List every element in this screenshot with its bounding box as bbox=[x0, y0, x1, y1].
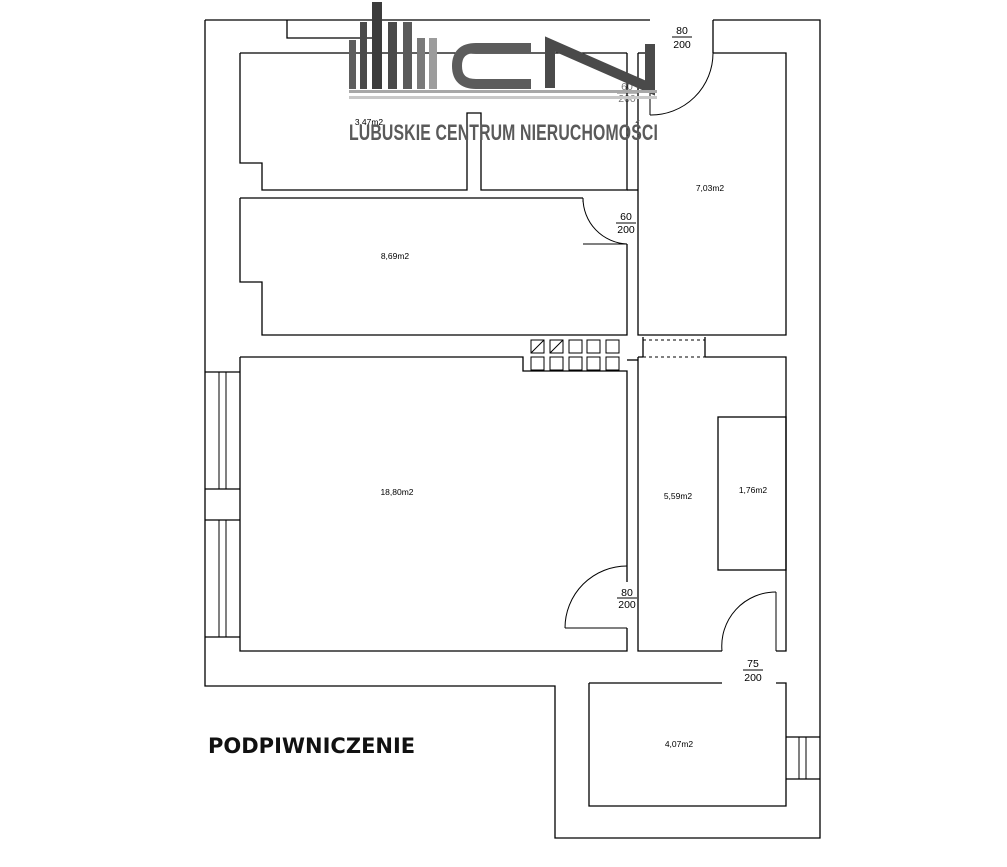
area-hall: 5,59m2 bbox=[664, 491, 693, 501]
door-width: 75 bbox=[747, 658, 759, 670]
door-label-entrance: 80 200 bbox=[672, 25, 692, 51]
area-top-left: 3,47m2 bbox=[355, 117, 384, 127]
company-name: LUBUSKIE CENTRUM NIERUCHOMOŚCI bbox=[349, 120, 658, 145]
door-width: 80 bbox=[621, 587, 633, 599]
logo-c-icon bbox=[451, 43, 531, 89]
door-height: 200 bbox=[617, 224, 635, 236]
door-swings bbox=[564, 20, 777, 652]
door-label-big-room: 80 200 bbox=[617, 587, 637, 611]
area-middle-left: 8,69m2 bbox=[381, 251, 410, 261]
door-width: 60 bbox=[621, 81, 633, 93]
room-middle-left-walls bbox=[239, 197, 628, 336]
door-height: 200 bbox=[618, 599, 636, 611]
logo-bars-icon bbox=[349, 2, 437, 89]
room-hall-walls bbox=[627, 356, 787, 652]
company-logo: LUBUSKIE CENTRUM NIERUCHOMOŚCI bbox=[349, 2, 658, 145]
door-height: 200 bbox=[673, 39, 691, 51]
door-height: 200 bbox=[744, 672, 762, 684]
room-bottom-right-walls bbox=[588, 682, 820, 807]
door-width: 60 bbox=[620, 211, 632, 223]
area-bottom-right: 4,07m2 bbox=[665, 739, 694, 749]
area-closet: 1,76m2 bbox=[739, 485, 768, 495]
door-width: 80 bbox=[676, 25, 688, 37]
door-label-bottom-right: 75 200 bbox=[743, 658, 763, 684]
room-big-walls bbox=[205, 356, 628, 652]
plan-title: PODPIWNICZENIE bbox=[208, 734, 415, 758]
room-top-right-walls bbox=[627, 52, 787, 336]
door-label-middle-left: 60 200 bbox=[616, 211, 636, 236]
area-big-room: 18,80m2 bbox=[380, 487, 413, 497]
area-top-right: 7,03m2 bbox=[696, 183, 725, 193]
logo-n-icon bbox=[545, 36, 655, 96]
ventilation-grid bbox=[530, 337, 706, 371]
